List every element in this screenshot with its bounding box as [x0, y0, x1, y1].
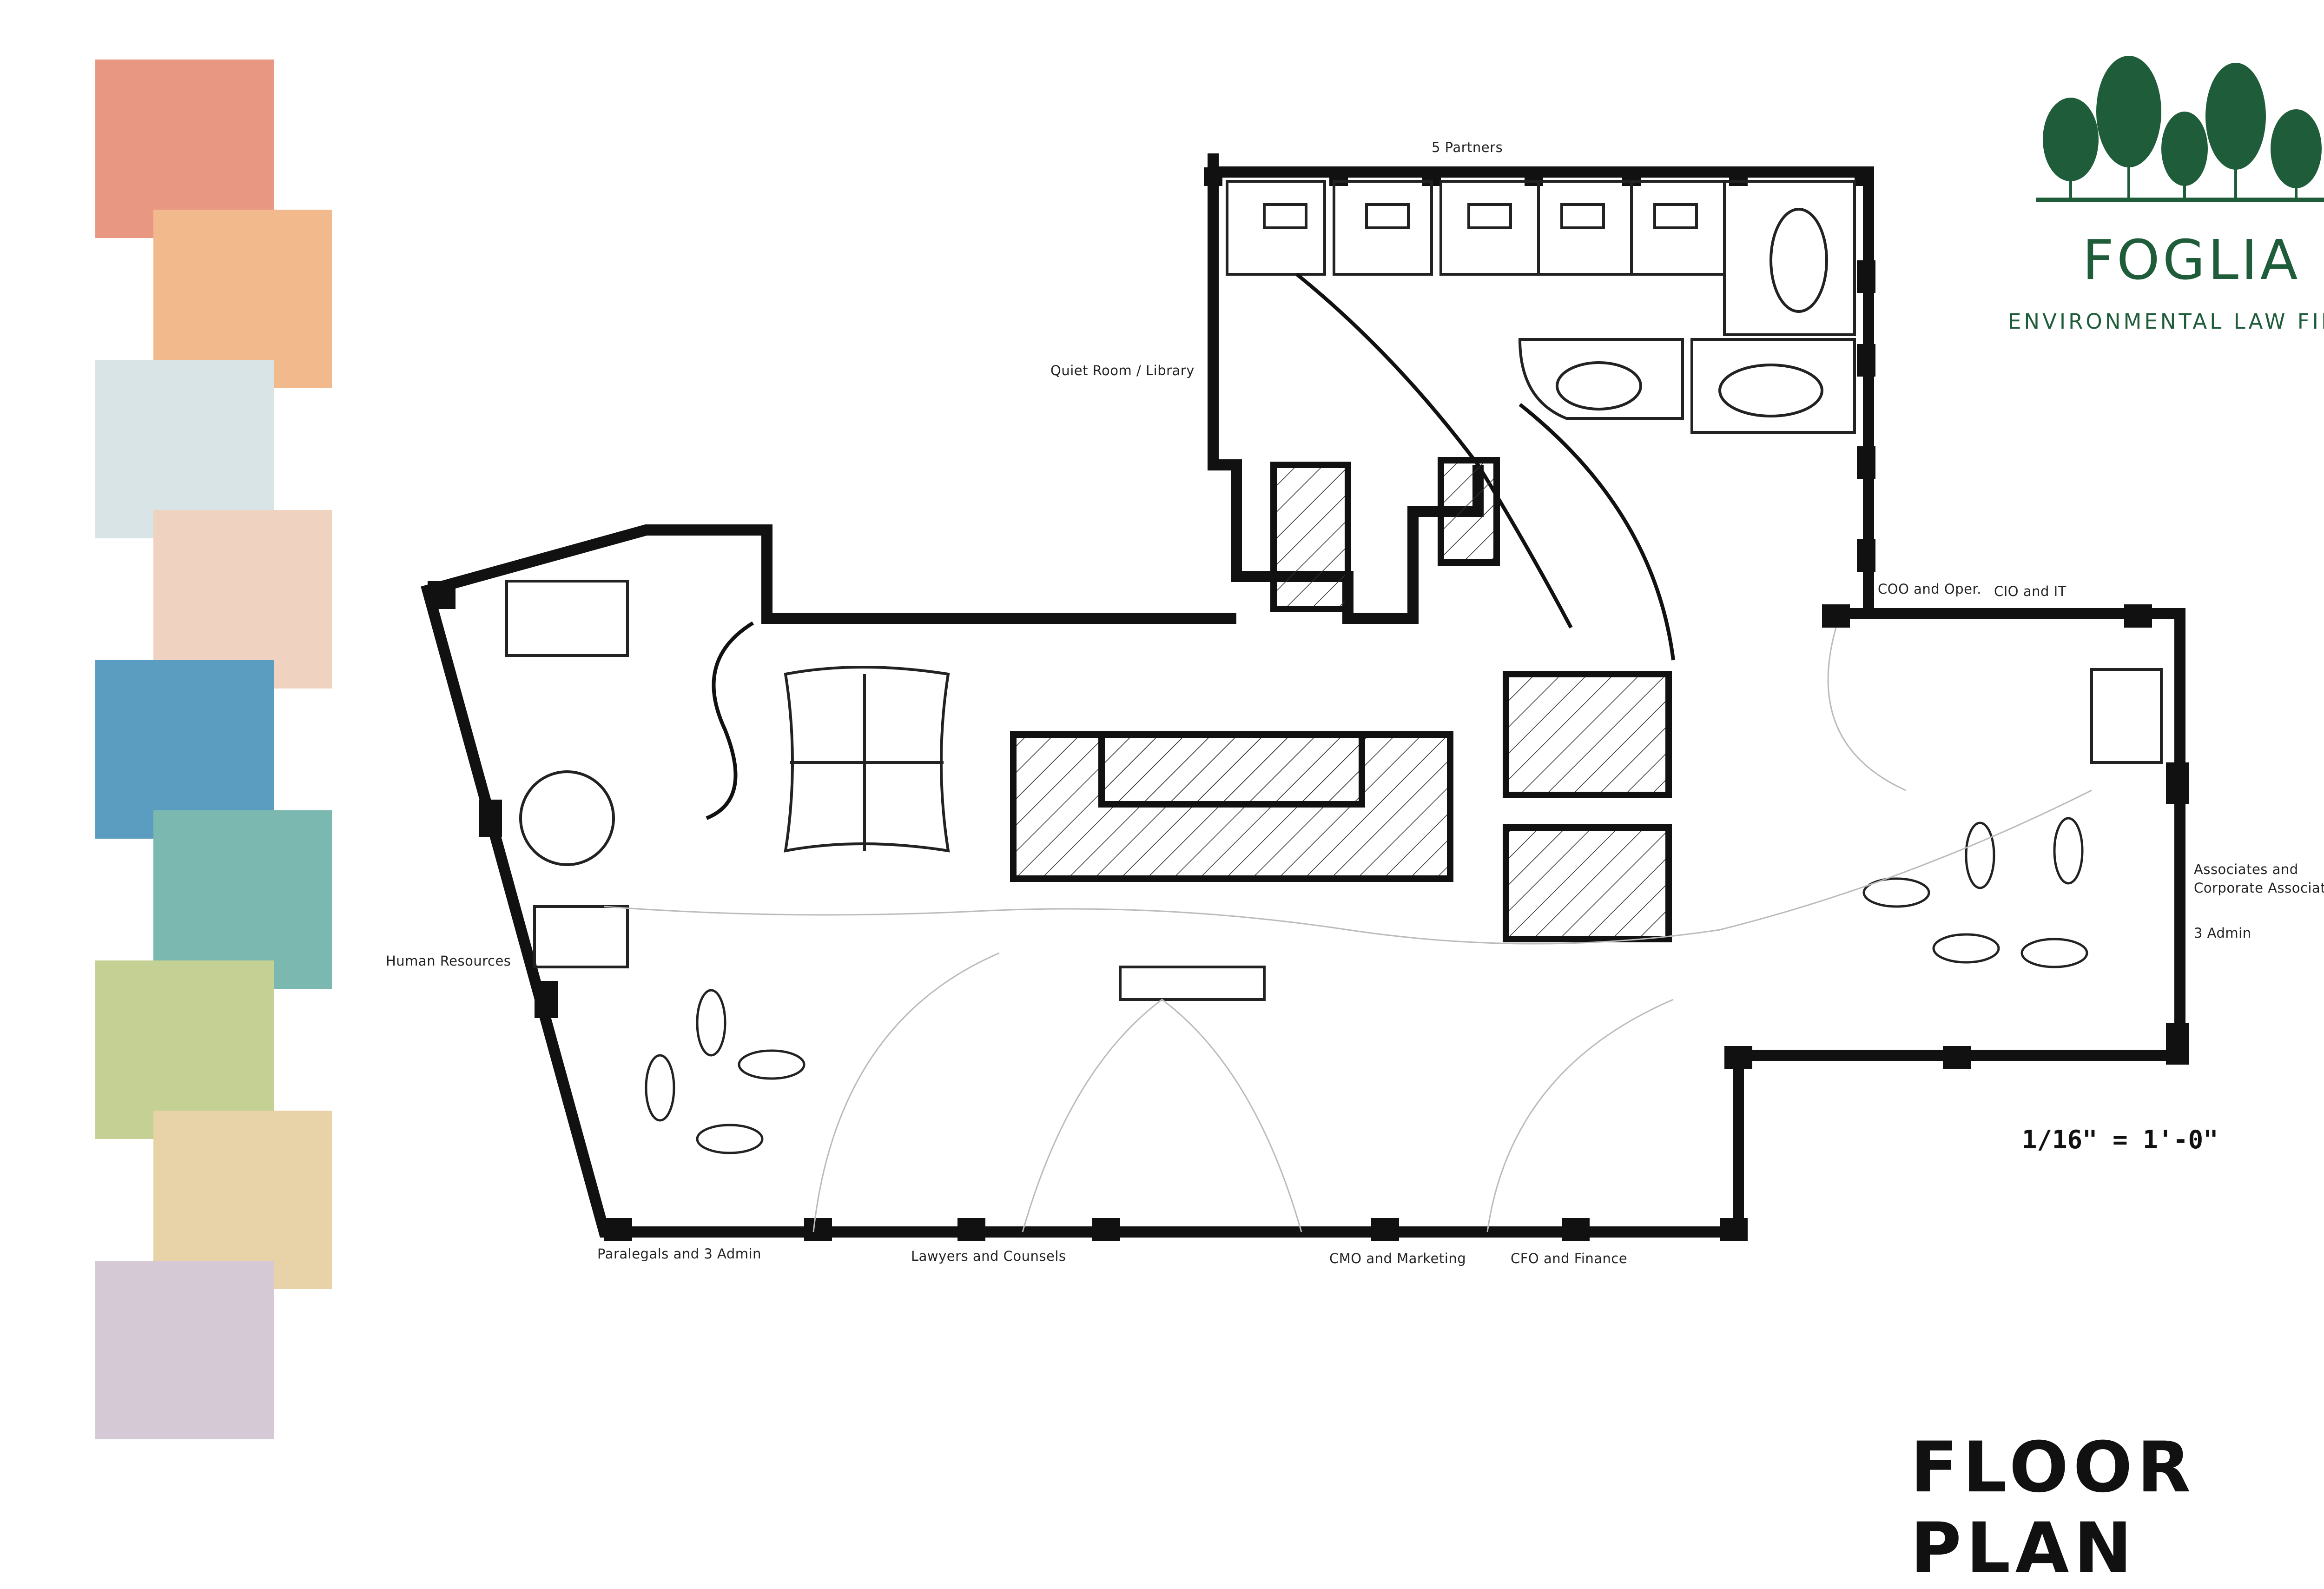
label-hr: Human Resources: [386, 953, 511, 969]
page-title: FLOOR PLAN: [1910, 1427, 2196, 1589]
window-mullions: [428, 167, 2189, 1241]
scale-note: 1/16" = 1'-0": [2022, 1125, 2218, 1154]
color-swatch: [153, 210, 332, 388]
label-partners: 5 Partners: [1432, 139, 1503, 155]
color-swatch: [153, 810, 332, 989]
label-lawyers: Lawyers and Counsels: [911, 1248, 1066, 1264]
brand-name: FOGLIA: [2082, 228, 2301, 292]
color-swatch: [153, 1111, 332, 1289]
color-swatch: [95, 60, 274, 238]
color-swatch: [95, 1261, 274, 1439]
building-core: [1010, 457, 1672, 942]
label-admin-right: 3 Admin: [2194, 925, 2251, 941]
label-associates: Associates and Corporate Associates: [2194, 861, 2324, 896]
color-swatch: [95, 660, 274, 839]
label-coo: COO and Oper.: [1878, 581, 1981, 597]
circulation-lines: [604, 627, 2092, 1232]
label-paralegals: Paralegals and 3 Admin: [597, 1246, 761, 1262]
tree-row-logo-icon: [2036, 56, 2324, 202]
collab-tables: [645, 817, 2088, 1154]
label-cio: CIO and IT: [1994, 583, 2067, 599]
brand-subtitle: ENVIRONMENTAL LAW FIRM: [2008, 309, 2324, 334]
color-swatch: [95, 360, 274, 538]
partner-offices: [1226, 180, 1856, 336]
label-cfo: CFO and Finance: [1511, 1251, 1628, 1266]
conference-rooms: [1518, 338, 1856, 434]
workstation-pods: [505, 580, 2163, 1001]
label-cmo: CMO and Marketing: [1329, 1251, 1466, 1266]
exterior-walls: [421, 153, 2185, 1238]
floor-plan-drawing: [421, 153, 2189, 1241]
color-swatch: [95, 960, 274, 1139]
color-swatch: [153, 510, 332, 689]
label-quiet-room: Quiet Room / Library: [1050, 363, 1195, 378]
